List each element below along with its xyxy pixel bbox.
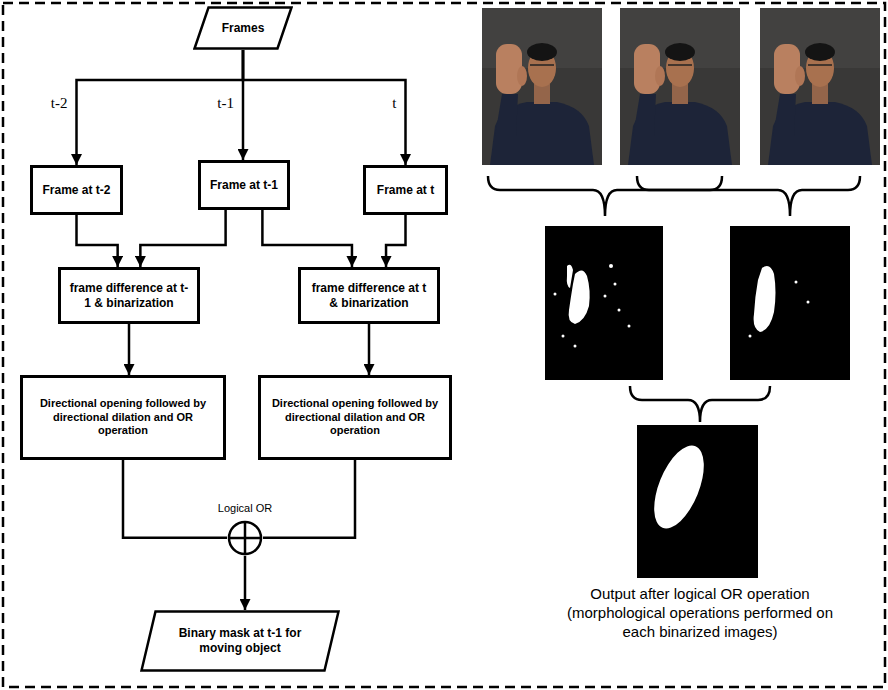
connector-arrow <box>128 324 131 375</box>
node-label: Binary mask at t-1 for moving object <box>162 626 318 656</box>
video-frame-photo <box>482 8 602 165</box>
process-box: Frame at t-1 <box>198 160 290 210</box>
binary-mask-output <box>637 425 758 578</box>
connector-arrow <box>386 215 405 267</box>
connector-arrow <box>77 50 244 165</box>
node-label: frame difference at t-1 & binarization <box>67 281 191 311</box>
connector-arrow <box>262 210 352 267</box>
curly-bracket <box>637 176 860 216</box>
connector-arrow <box>244 556 247 610</box>
process-box: Frame at t <box>363 165 448 215</box>
curly-bracket <box>630 386 770 422</box>
curly-bracket <box>488 176 722 216</box>
node-label: Frame at t-2 <box>42 183 110 198</box>
or-circle <box>227 520 263 556</box>
edge-label: t <box>390 94 398 112</box>
node-label: Frame at t <box>377 183 434 198</box>
dashed-frame <box>3 3 885 687</box>
node-label: Directional opening followed by directio… <box>29 397 217 438</box>
binary-difference-image <box>545 226 663 380</box>
process-box: frame difference at t & binarization <box>298 267 440 324</box>
video-frame-photo <box>760 8 880 165</box>
connector-arrow <box>243 50 406 165</box>
image-caption: Output after logical OR operation (morph… <box>552 585 848 641</box>
connector-arrow <box>77 215 118 267</box>
process-box: Directional opening followed by directio… <box>258 375 452 460</box>
node-label: Logical OR <box>218 502 272 516</box>
logical-or-junction: Logical OR <box>205 502 285 558</box>
node-label: Frames <box>222 21 265 36</box>
process-box: frame difference at t-1 & binarization <box>58 267 200 324</box>
process-box: Frame at t-2 <box>30 165 123 215</box>
connector-arrow <box>123 460 227 538</box>
connector-arrow <box>263 460 355 538</box>
connector-arrow <box>368 324 371 375</box>
io-parallelogram: Binary mask at t-1 for moving object <box>140 610 340 672</box>
edge-label: t-1 <box>215 94 236 112</box>
binary-difference-image <box>730 226 850 380</box>
io-parallelogram: Frames <box>193 6 293 50</box>
video-frame-photo <box>620 8 740 165</box>
connector-arrow <box>140 210 225 267</box>
node-label: Directional opening followed by directio… <box>267 397 443 438</box>
node-label: frame difference at t & binarization <box>307 281 431 311</box>
node-label: Frame at t-1 <box>210 178 278 193</box>
process-box: Directional opening followed by directio… <box>20 375 226 460</box>
edge-label: t-2 <box>49 94 70 112</box>
